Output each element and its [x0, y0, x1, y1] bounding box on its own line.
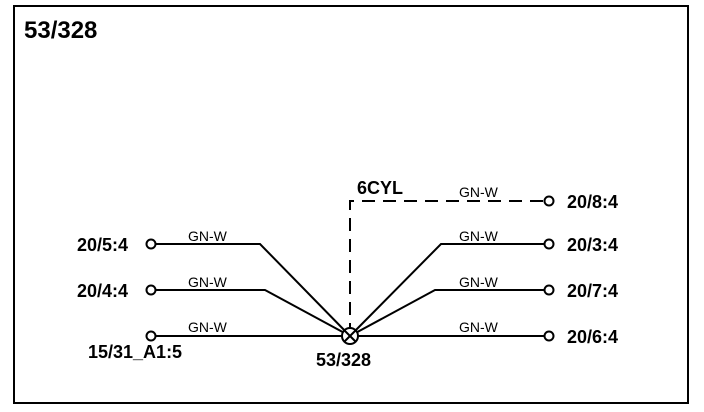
terminal-label-right-4: 20/6:4: [567, 327, 618, 347]
wire-color-left-2: GN-W: [188, 274, 228, 290]
diagram-title: 53/328: [24, 17, 97, 44]
terminal-left-2: [145, 284, 157, 296]
wire-color-left-3: GN-W: [188, 319, 228, 335]
wire-color-right-2: GN-W: [459, 228, 499, 244]
wire-color-right-1: GN-W: [459, 184, 499, 200]
wire-color-left-1: GN-W: [188, 228, 228, 244]
terminal-label-left-2: 20/4:4: [77, 281, 128, 301]
terminal-label-right-3: 20/7:4: [567, 281, 618, 301]
terminal-right-4: [543, 330, 555, 342]
terminal-label-left-3: 15/31_A1:5: [88, 342, 182, 362]
terminal-right-1: [543, 195, 555, 207]
diagram-frame: [13, 5, 689, 404]
terminal-right-2: [543, 238, 555, 250]
wire-color-right-3: GN-W: [459, 274, 499, 290]
wire-left-2: [151, 289, 351, 337]
wire-left-1: [151, 243, 351, 337]
wire-color-right-4: GN-W: [459, 319, 499, 335]
terminal-right-3: [543, 284, 555, 296]
splice-label: 53/328: [316, 350, 371, 370]
splice-cross-b: [343, 329, 357, 343]
terminal-left-1: [145, 238, 157, 250]
wire-right-3: [349, 289, 549, 337]
wire-right-2: [349, 243, 549, 337]
terminal-label-right-2: 20/3:4: [567, 235, 618, 255]
variant-label: 6CYL: [357, 178, 403, 198]
splice-point: [341, 327, 359, 345]
terminal-label-right-1: 20/8:4: [567, 192, 618, 212]
terminal-left-3: [145, 330, 157, 342]
terminal-label-left-1: 20/5:4: [77, 235, 128, 255]
wire-right-1-optional: [349, 200, 549, 336]
